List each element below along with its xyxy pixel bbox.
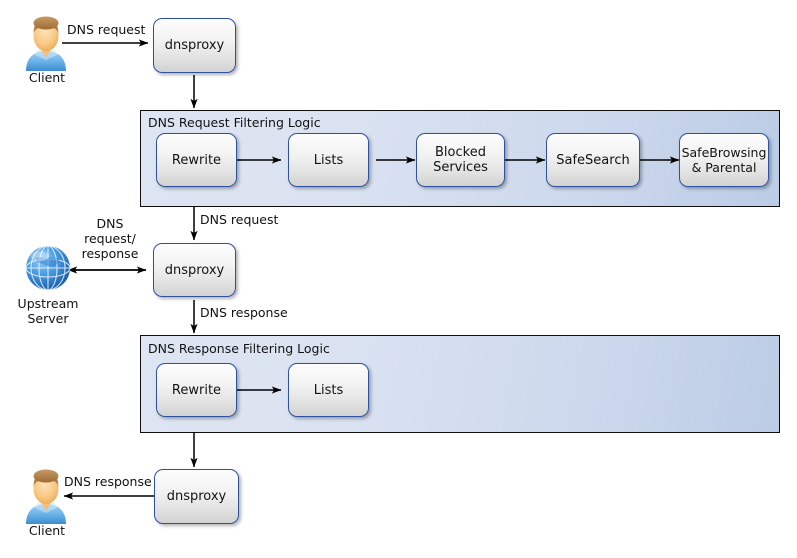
dnsproxy-node-1[interactable]: dnsproxy: [153, 18, 236, 73]
stage-safebrowsing-parental-label-line1: SafeBrowsing: [681, 145, 767, 160]
stage-rewrite-response-label: Rewrite: [171, 382, 222, 398]
edge-label-dnsproxy3-to-client: DNS response: [64, 474, 152, 489]
edge-label-upstream-line2: request/: [84, 231, 136, 246]
dns-response-filtering-title: DNS Response Filtering Logic: [148, 341, 330, 356]
user-icon: [26, 469, 66, 524]
globe-icon: [25, 245, 71, 291]
stage-lists-response[interactable]: Lists: [288, 363, 369, 417]
stage-rewrite-request-label: Rewrite: [171, 152, 222, 168]
stage-rewrite-request[interactable]: Rewrite: [156, 133, 237, 187]
stage-blocked-services-label-line1: Blocked: [435, 145, 486, 160]
dns-request-filtering-title: DNS Request Filtering Logic: [148, 115, 321, 130]
stage-blocked-services-label-line2: Services: [433, 160, 488, 175]
stage-blocked-services[interactable]: Blocked Services: [416, 133, 505, 187]
stage-rewrite-response[interactable]: Rewrite: [156, 363, 237, 417]
stage-safebrowsing-parental[interactable]: SafeBrowsing & Parental: [679, 133, 769, 187]
client-bottom-caption: Client: [28, 523, 66, 538]
edge-label-client-to-dnsproxy1: DNS request: [67, 22, 146, 37]
edge-label-upstream-exchange: DNS request/ response: [72, 216, 148, 261]
stage-safesearch-label: SafeSearch: [556, 152, 630, 168]
dns-response-filtering-container: [140, 335, 780, 433]
dnsproxy-node-3[interactable]: dnsproxy: [154, 469, 239, 524]
user-icon: [26, 16, 66, 71]
upstream-server-caption-line1: Upstream: [17, 296, 79, 311]
upstream-server-caption: Upstream Server: [6, 296, 90, 326]
client-top-caption: Client: [28, 70, 66, 85]
edge-label-upstream-line3: response: [81, 246, 139, 261]
dnsproxy-node-2-label: dnsproxy: [164, 262, 225, 278]
edge-label-to-dnsproxy2: DNS request: [200, 212, 279, 227]
dnsproxy-node-2[interactable]: dnsproxy: [153, 243, 236, 297]
dnsproxy-node-3-label: dnsproxy: [166, 489, 227, 504]
stage-lists-response-label: Lists: [313, 382, 344, 398]
edge-label-upstream-line1: DNS: [96, 216, 124, 231]
stage-lists-request[interactable]: Lists: [288, 133, 369, 187]
stage-safesearch[interactable]: SafeSearch: [546, 133, 640, 187]
upstream-server-caption-line2: Server: [27, 311, 69, 326]
stage-lists-request-label: Lists: [313, 152, 344, 168]
dnsproxy-node-1-label: dnsproxy: [164, 38, 225, 53]
edge-label-to-response-filter: DNS response: [200, 305, 288, 320]
stage-safebrowsing-parental-label-line2: & Parental: [691, 160, 757, 175]
